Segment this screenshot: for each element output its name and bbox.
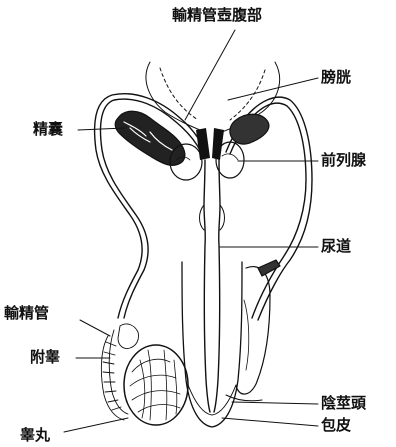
label-vas-deferens: 輸精管: [4, 306, 49, 321]
label-urethra: 尿道: [321, 239, 351, 254]
label-ampulla: 輸精管壺腹部: [172, 8, 262, 23]
epididymis: [101, 324, 138, 420]
label-bladder: 膀胱: [321, 70, 351, 85]
label-foreskin: 包皮: [321, 418, 351, 433]
ampulla: [196, 128, 224, 160]
leader-lines: [64, 30, 318, 432]
label-testis: 睾丸: [20, 428, 50, 443]
right-testis: [236, 260, 280, 394]
label-glans: 陰莖頭: [321, 396, 366, 411]
label-prostate: 前列腺: [321, 153, 366, 168]
label-epididymis: 附睾: [30, 350, 60, 365]
label-seminal-vesicle: 精囊: [33, 122, 63, 137]
right-seminal-vesicle: [230, 114, 269, 144]
left-testis: [124, 345, 188, 425]
seminal-vesicle: [115, 111, 185, 165]
urethra: [200, 160, 225, 412]
